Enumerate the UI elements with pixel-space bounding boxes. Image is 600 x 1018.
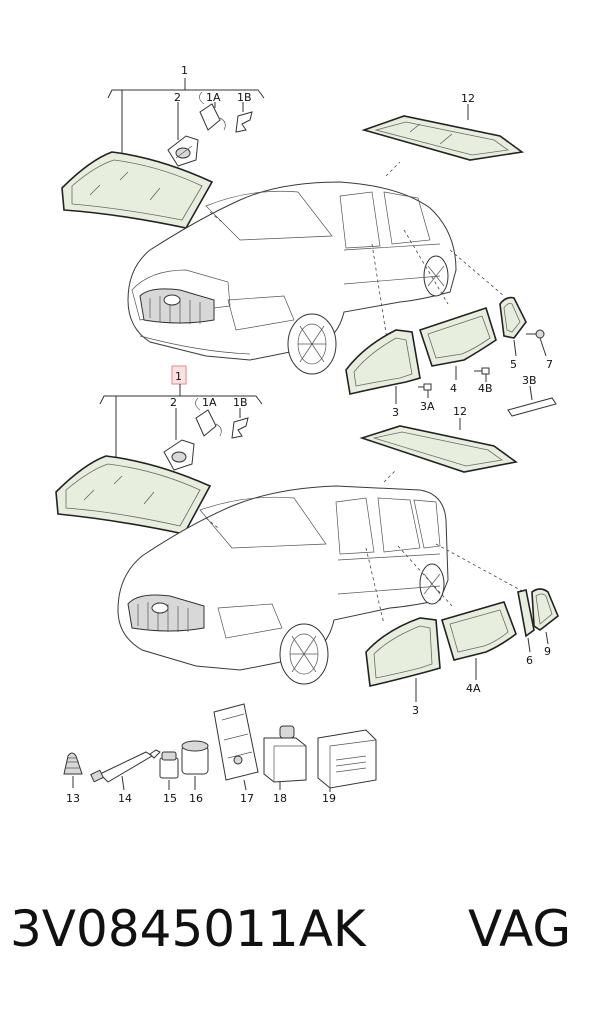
label-4-top: 4	[450, 382, 457, 395]
accessories-row: 13 14 15 16 17 18 19	[63, 703, 377, 805]
quarter-glass-6-bottom[interactable]	[517, 589, 535, 653]
label-2-top: 2	[174, 91, 181, 104]
rain-sensor-top[interactable]	[167, 135, 199, 167]
label-2-bottom: 2	[170, 396, 177, 409]
windshield-top[interactable]	[61, 151, 214, 229]
top-group: 1 2 1A 1B 12 3 3A 4 4B 5 7 3B	[61, 64, 557, 419]
label-4b-top: 4B	[478, 382, 493, 395]
sensor-1a-bottom[interactable]	[195, 397, 222, 437]
bottom-group: 1 2 1A 1B 12 3 4A 6 9	[55, 365, 559, 717]
roof-glass-top[interactable]	[361, 104, 525, 161]
label-1b-bottom: 1B	[233, 396, 248, 409]
label-4a-bottom: 4A	[466, 682, 481, 695]
label-1a-top: 1A	[206, 91, 221, 104]
parts-diagram: 1 2 1A 1B 12 3 3A 4 4B 5 7 3B	[55, 64, 559, 805]
label-3-bottom: 3	[412, 704, 419, 717]
windshield-bottom[interactable]	[55, 455, 212, 535]
quarter-glass-top[interactable]	[499, 296, 527, 357]
accessory-15-bottle[interactable]	[159, 751, 179, 790]
footer: 3V0845011AK VAG	[0, 900, 600, 980]
label-18: 18	[273, 792, 287, 805]
front-door-glass-top[interactable]	[345, 329, 421, 404]
accessory-13-cord[interactable]	[63, 752, 83, 788]
rain-sensor-bottom[interactable]	[163, 439, 195, 471]
label-3-top: 3	[392, 406, 399, 419]
label-13: 13	[66, 792, 80, 805]
label-16: 16	[189, 792, 203, 805]
accessory-14-tube[interactable]	[90, 749, 161, 791]
label-7-top: 7	[546, 358, 553, 371]
label-1a-bottom: 1A	[202, 396, 217, 409]
car-combi	[117, 485, 449, 685]
label-3a-top: 3A	[420, 400, 435, 413]
sensor-1a-top[interactable]	[199, 91, 226, 131]
strip-3b-top[interactable]	[507, 385, 557, 417]
screw-3a-top[interactable]	[418, 383, 432, 398]
label-1-top: 1	[181, 64, 188, 77]
screw-4b-top[interactable]	[474, 367, 490, 382]
clip-7-top[interactable]	[526, 329, 547, 357]
part-number: 3V0845011AK	[10, 900, 366, 958]
accessory-17-kit[interactable]	[213, 703, 259, 791]
roof-glass-bottom[interactable]	[359, 418, 518, 473]
car-liftback	[127, 181, 457, 375]
quarter-glass-9-bottom[interactable]	[531, 588, 559, 645]
rear-door-glass-bottom[interactable]	[441, 601, 517, 680]
front-door-glass-bottom[interactable]	[365, 617, 441, 702]
label-3b-top: 3B	[522, 374, 537, 387]
clip-1b-top[interactable]	[235, 102, 253, 133]
label-9-bottom: 9	[544, 645, 551, 658]
label-6-bottom: 6	[526, 654, 533, 667]
label-19: 19	[322, 792, 336, 805]
label-1-bottom: 1	[175, 370, 182, 383]
label-12-top: 12	[461, 92, 475, 105]
accessory-18-canister[interactable]	[263, 725, 307, 790]
label-15: 15	[163, 792, 177, 805]
brand-name: VAG	[468, 900, 572, 958]
label-5-top: 5	[510, 358, 517, 371]
label-14: 14	[118, 792, 132, 805]
label-1b-top: 1B	[237, 91, 252, 104]
label-12-bottom: 12	[453, 405, 467, 418]
label-1-highlight	[171, 365, 187, 385]
label-17: 17	[240, 792, 254, 805]
rear-door-glass-top[interactable]	[418, 306, 497, 380]
accessory-19-box[interactable]	[317, 729, 377, 792]
clip-1b-bottom[interactable]	[231, 408, 249, 439]
accessory-16-jar[interactable]	[181, 740, 209, 790]
